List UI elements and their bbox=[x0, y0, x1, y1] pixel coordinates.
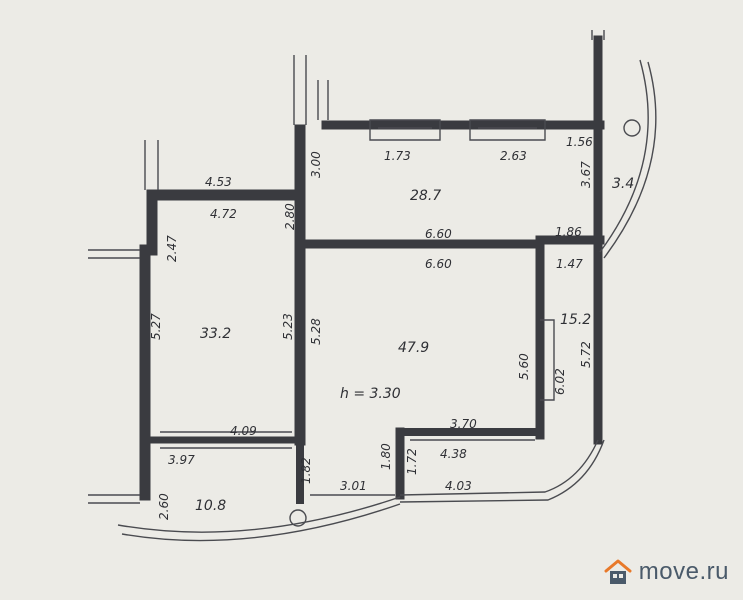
curved-walls bbox=[117, 59, 657, 542]
dim-left-small: 2.80 bbox=[283, 203, 297, 230]
area-top-room: 28.7 bbox=[410, 188, 441, 204]
wall-stub-left-bottom bbox=[88, 494, 140, 504]
windows bbox=[160, 119, 641, 527]
dim-top-b: 2.63 bbox=[500, 149, 527, 163]
logo-text: move.ru bbox=[638, 558, 729, 585]
dim-bottom-left-b: 3.97 bbox=[168, 453, 195, 467]
dim-bottom-left-a: 4.09 bbox=[230, 424, 257, 438]
wall-stub-left-top bbox=[88, 249, 140, 259]
dim-bottom-center-b: 4.38 bbox=[440, 447, 467, 461]
wall-stub-right bbox=[591, 30, 605, 40]
dim-right-small-v: 3.67 bbox=[579, 161, 593, 188]
dim-center-right: 5.60 bbox=[517, 353, 531, 380]
area-center-room: 47.9 bbox=[398, 340, 429, 356]
dim-center-left: 5.28 bbox=[309, 318, 323, 345]
wall-stub-top-room bbox=[317, 80, 329, 120]
column-bottom bbox=[289, 509, 307, 527]
dim-center-right-b: 6.02 bbox=[553, 368, 567, 395]
dimension-labels-vertical: 5.27 5.23 5.28 5.60 6.02 5.72 3.00 2.80 … bbox=[149, 151, 593, 520]
dim-center-top: 6.60 bbox=[425, 227, 452, 241]
area-labels: 28.7 33.2 47.9 15.2 10.8 3.4 h = 3.30 bbox=[195, 176, 634, 514]
dim-top-a: 1.73 bbox=[384, 149, 411, 163]
dim-bottom-right: 4.03 bbox=[445, 479, 472, 493]
dim-top-room-side: 3.00 bbox=[309, 151, 323, 178]
column-top-right bbox=[623, 119, 641, 137]
curve-right-bay-inner bbox=[603, 61, 657, 259]
area-right-small: 3.4 bbox=[612, 176, 634, 192]
dim-bottom-center: 3.70 bbox=[450, 417, 477, 431]
curve-right-bay bbox=[599, 59, 649, 253]
wall-left-room-left bbox=[139, 189, 158, 501]
dim-right-top: 1.86 bbox=[555, 225, 582, 239]
area-right-room: 15.2 bbox=[560, 312, 591, 328]
window-center-right bbox=[540, 319, 555, 401]
curve-bottom-right bbox=[399, 439, 599, 496]
curve-bottom-left bbox=[117, 496, 401, 533]
curve-bottom-left-inner bbox=[121, 503, 401, 542]
dim-left-wall: 2.47 bbox=[165, 235, 179, 262]
dim-bottom-v2: 1.82 bbox=[299, 457, 313, 484]
house-icon bbox=[604, 559, 632, 584]
window-top-a bbox=[369, 119, 441, 141]
curve-bottom-right-inner bbox=[399, 439, 605, 503]
logo[interactable]: move.ru bbox=[603, 558, 729, 586]
dim-top-c: 1.56 bbox=[566, 135, 593, 149]
dim-bottom-v4: 1.72 bbox=[405, 448, 419, 475]
dim-left-right: 5.23 bbox=[281, 313, 295, 340]
wall-stub-top-left bbox=[144, 140, 159, 190]
area-bottom-left-room: 10.8 bbox=[195, 498, 226, 514]
dim-bottom-mid: 3.01 bbox=[340, 479, 367, 493]
dimension-labels: 1.73 2.63 1.56 4.53 4.72 6.60 6.60 1.86 … bbox=[168, 135, 593, 493]
window-top-b bbox=[469, 119, 546, 141]
ceiling-height: h = 3.30 bbox=[340, 386, 401, 402]
dim-left-inner: 4.72 bbox=[210, 207, 237, 221]
wall-stub-top-center bbox=[293, 55, 307, 125]
dim-center-top-inner: 6.60 bbox=[425, 257, 452, 271]
dim-bottom-v3: 1.80 bbox=[379, 443, 393, 470]
dim-far-right: 5.72 bbox=[579, 341, 593, 368]
walls bbox=[88, 30, 605, 504]
dim-left-outer: 4.53 bbox=[205, 175, 232, 189]
dim-bottom-v1: 2.60 bbox=[157, 493, 171, 520]
dim-left-side: 5.27 bbox=[149, 313, 163, 340]
dim-right-inner: 1.47 bbox=[556, 257, 583, 271]
window-bottom-left bbox=[160, 431, 292, 449]
area-left-room: 33.2 bbox=[200, 326, 231, 342]
